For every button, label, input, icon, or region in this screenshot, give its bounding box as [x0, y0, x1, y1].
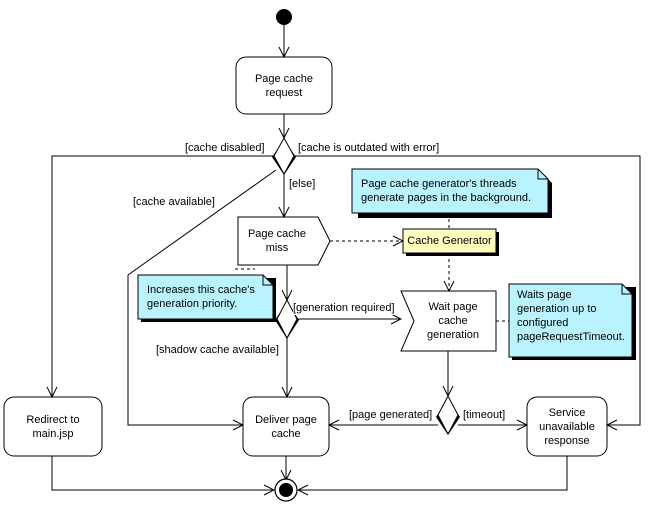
service-unavailable-label: Service unavailable response: [539, 406, 595, 447]
priority-note: Increases this cache's generation priori…: [147, 284, 255, 310]
guard-shadow-cache-available: [shadow cache available]: [156, 344, 279, 357]
timeout-note-shape: [508, 283, 636, 360]
final-node: [274, 478, 298, 502]
initial-node: [276, 9, 292, 25]
guard-cache-outdated: [cache is outdated with error]: [298, 142, 440, 155]
timeout-note: Waits page generation up to configured p…: [517, 289, 625, 343]
guard-else: [else]: [289, 178, 316, 191]
decision-node-1: [272, 136, 296, 176]
redirect-to-main-label: Redirect to main.jsp: [26, 413, 80, 440]
threads-note-shape: [351, 168, 552, 218]
page-cache-miss-node: [237, 216, 331, 266]
page-cache-request-label: Page cache request: [254, 72, 314, 99]
page-cache-miss-label: Page cache miss: [247, 228, 307, 254]
dependency-links: [235, 213, 509, 322]
deliver-page-cache-label: Deliver page cache: [255, 413, 317, 440]
threads-note: Page cache generator's threads generate …: [361, 178, 532, 204]
priority-note-shape: [137, 274, 276, 322]
decision-node-3: [436, 394, 460, 436]
guard-cache-available: [cache available]: [133, 196, 215, 209]
guard-cache-disabled: [cache disabled]: [185, 142, 265, 155]
control-flows: [52, 25, 641, 490]
guard-generation-required: [generation required]: [293, 302, 395, 315]
wait-page-cache-generation-label: Wait page cache generation: [427, 301, 479, 341]
guard-page-generated: [page generated]: [349, 409, 433, 422]
guard-timeout: [timeout]: [463, 409, 506, 422]
cache-generator-label: Cache Generator: [407, 235, 492, 247]
